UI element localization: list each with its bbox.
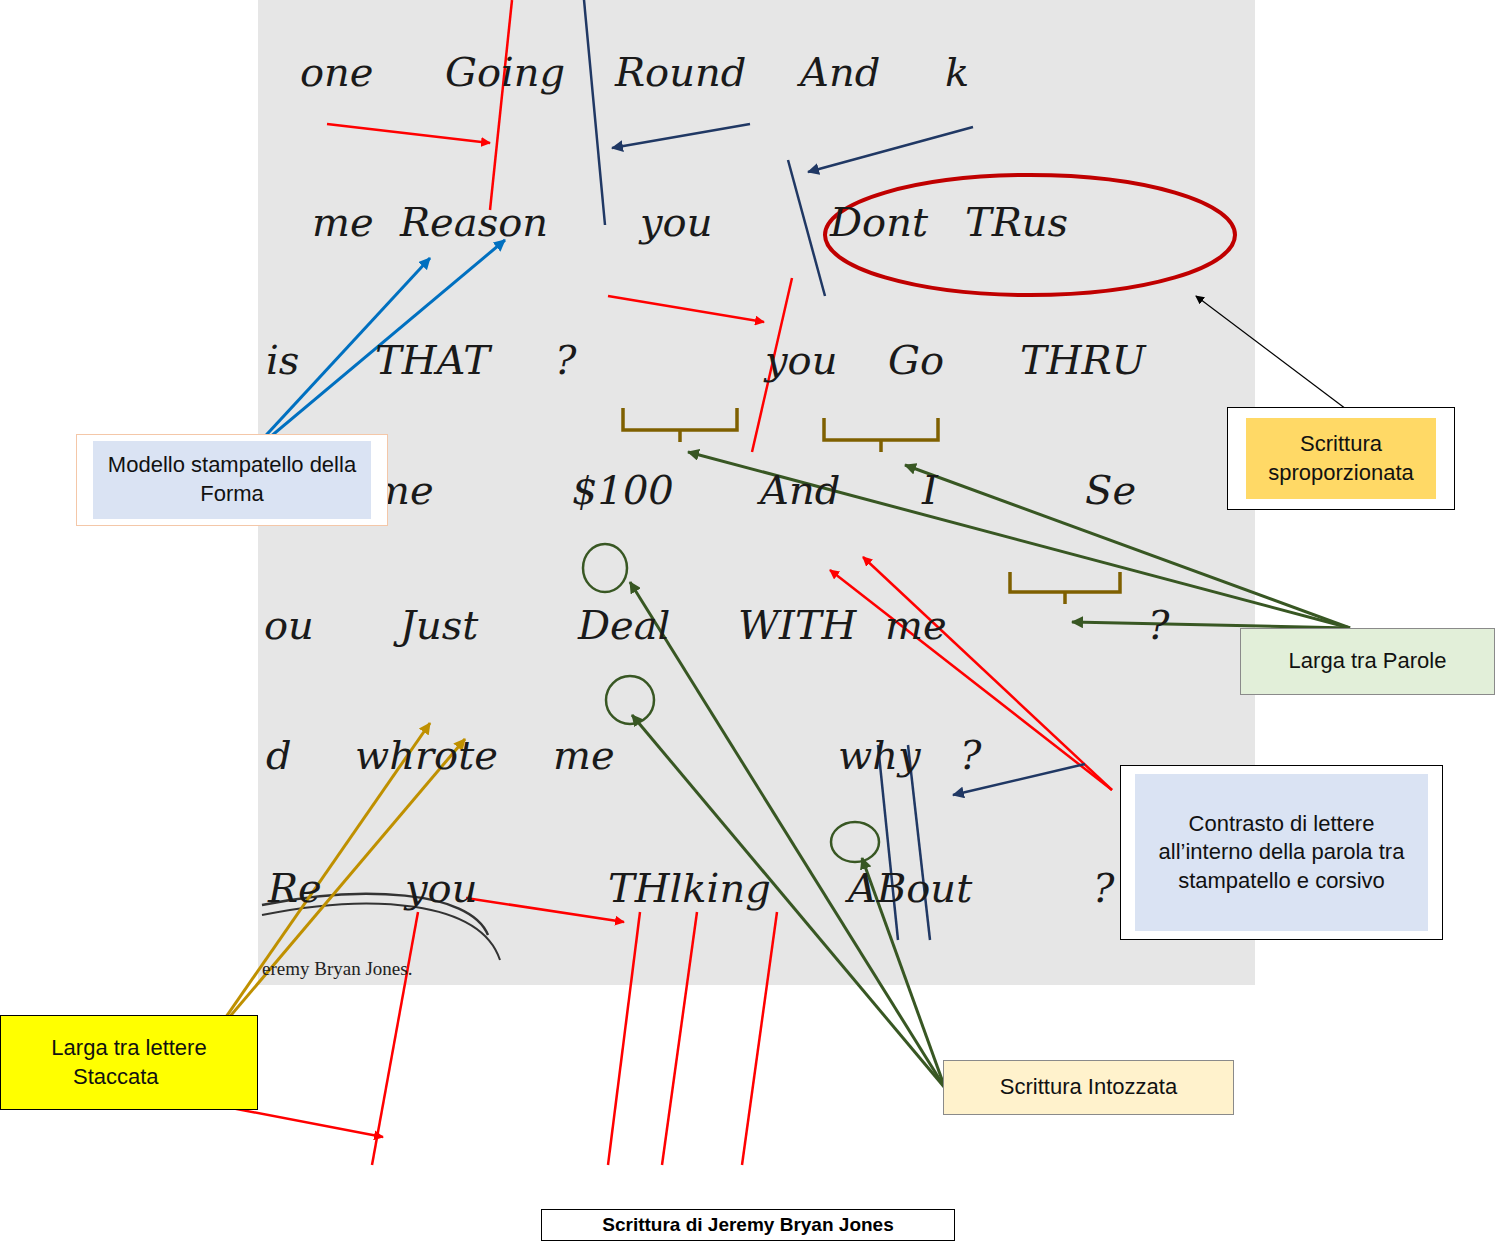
handwritten-word: Se (1085, 470, 1136, 510)
handwritten-word: ? (1093, 868, 1114, 908)
handwritten-word: me (553, 735, 615, 775)
handwritten-word: why (838, 735, 921, 775)
box-text: Scrittura Intozzata (1000, 1073, 1177, 1102)
annotation-box: Contrasto di lettere all’interno della p… (1120, 765, 1443, 940)
handwritten-word: d (266, 735, 292, 775)
box-text: Larga tra lettere (51, 1034, 206, 1063)
handwritten-word: ? (555, 340, 576, 380)
handwritten-word: Deal (578, 605, 670, 645)
handwritten-word: And (760, 470, 840, 510)
annotation-box: Scrittura Intozzata (943, 1060, 1234, 1115)
handwritten-word: k (945, 52, 969, 92)
handwritten-word: THRU (1020, 340, 1145, 380)
box-fill: Scrittura Intozzata (944, 1061, 1233, 1114)
annotation-box: Larga tra Parole (1240, 628, 1495, 695)
handwritten-word: you (640, 202, 712, 242)
handwritten-word: is (266, 340, 299, 380)
box-text: Larga tra Parole (1289, 647, 1447, 676)
handwritten-word: one (300, 52, 374, 92)
handwritten-word: you (405, 868, 477, 908)
box-fill: Contrasto di lettere all’interno della p… (1135, 774, 1428, 931)
box-text: Contrasto di lettere all’interno della p… (1143, 810, 1420, 896)
handwritten-word: ? (1148, 605, 1169, 645)
annotation-box: Modello stampatello della Forma (76, 434, 388, 526)
annotation-box: Larga tra lettereStaccata (0, 1015, 258, 1110)
handwritten-word: $100 (572, 470, 674, 510)
handwritten-word: Re (268, 868, 322, 908)
box-text: Modello stampatello della Forma (101, 451, 363, 508)
handwritten-word: WITH (738, 605, 856, 645)
handwritten-word: THAT (375, 340, 490, 380)
box-fill: Larga tra lettereStaccata (1, 1016, 257, 1109)
box-text: Scrittura sproporzionata (1254, 430, 1428, 487)
annotation-box: Scrittura sproporzionata (1227, 407, 1455, 510)
handwritten-word: ABout (848, 868, 972, 908)
handwritten-word: THlking (608, 868, 771, 908)
handwritten-word: ou (264, 605, 314, 645)
handwritten-word: me (885, 605, 947, 645)
handwritten-word: Going (445, 52, 565, 92)
handwritten-word: Go (888, 340, 944, 380)
handwritten-word: Reason (400, 202, 548, 242)
handwritten-word: Dont (830, 202, 928, 242)
box-text: Staccata (73, 1063, 159, 1092)
handwritten-word: Just (400, 605, 478, 645)
handwritten-word: Round (615, 52, 746, 92)
box-fill: Modello stampatello della Forma (93, 441, 371, 519)
handwritten-word: TRus (965, 202, 1068, 242)
scan-signature: eremy Bryan Jones. (262, 959, 412, 978)
handwritten-word: you (765, 340, 837, 380)
handwritten-word: ? (960, 735, 981, 775)
box-fill: Larga tra Parole (1241, 629, 1494, 694)
caption-box: Scrittura di Jeremy Bryan Jones (541, 1209, 955, 1241)
box-fill: Scrittura sproporzionata (1246, 418, 1436, 499)
handwritten-word: whrote (355, 735, 498, 775)
handwritten-word: And (800, 52, 880, 92)
handwritten-word: I (922, 470, 938, 510)
handwritten-word: me (312, 202, 374, 242)
